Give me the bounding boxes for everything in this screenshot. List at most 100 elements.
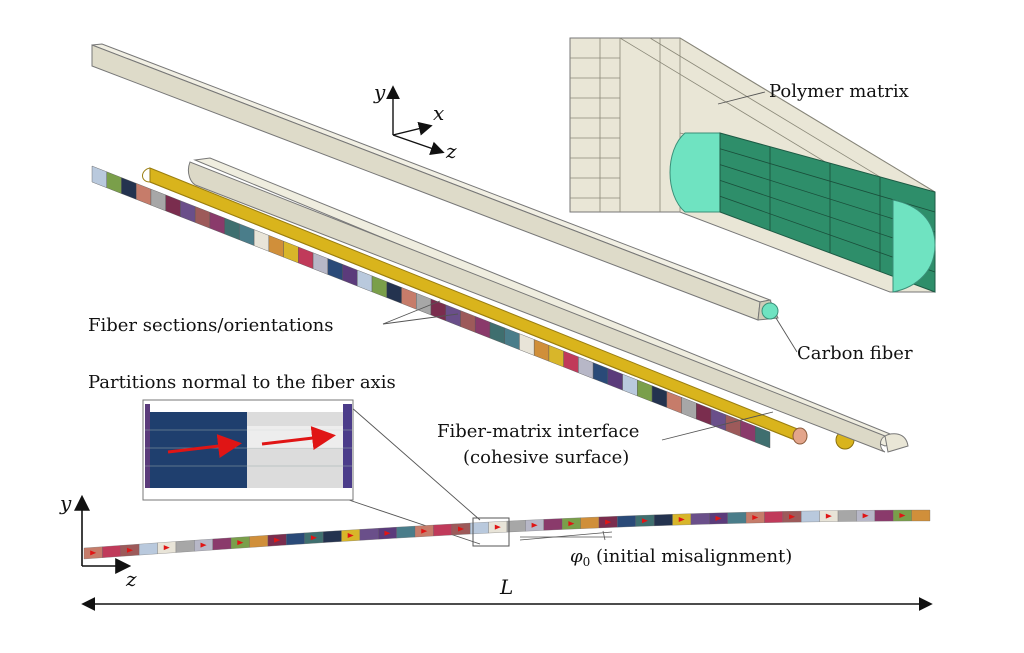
fiber-section: [106, 171, 122, 194]
fiber-section: [194, 206, 211, 229]
strip-section: [139, 542, 158, 556]
leader-lines: [342, 91, 798, 545]
strip-section: [396, 525, 416, 539]
fiber-section: [268, 235, 284, 258]
fiber-section: [327, 258, 343, 281]
axes-2d: y z: [59, 491, 137, 591]
fiber-section: [681, 397, 697, 420]
axis-2d-y-label: y: [59, 491, 72, 515]
fiber-section: [666, 391, 682, 414]
fiber-section: [386, 281, 402, 304]
carbon-fiber-label: Carbon fiber: [797, 343, 913, 364]
axis-3d-y-label: y: [373, 80, 386, 104]
fiber-section: [209, 211, 225, 235]
strip-section: [727, 512, 747, 524]
strip-section: [580, 516, 600, 529]
orientation-arrow: [126, 547, 133, 553]
fiber-section: [592, 362, 609, 385]
strip-section: [690, 512, 710, 525]
orientation-arrow: [237, 540, 244, 546]
strip-section: [322, 530, 342, 543]
fiber-sections-label: Fiber sections/orientations: [88, 315, 334, 336]
strip-section: [874, 509, 894, 522]
fiber-cross-section-left: [669, 132, 721, 213]
fiber-section: [150, 188, 166, 212]
fiber-section: [475, 316, 491, 339]
orientation-arrow: [90, 550, 97, 556]
orientation-arrow: [678, 516, 685, 522]
strip-section: [433, 523, 452, 537]
fiber-section: [401, 287, 417, 310]
partitions-label: Partitions normal to the fiber axis: [88, 372, 396, 393]
orientation-arrow: [641, 518, 648, 524]
matrix-bar-top: [91, 43, 779, 321]
strip-section: [801, 510, 820, 523]
misalignment-label: φ0 (initial misalignment): [570, 546, 792, 569]
strip-section: [102, 545, 121, 558]
fiber-end-cap: [792, 427, 808, 445]
segmented-fiber-bar: [91, 165, 771, 449]
fiber-section: [519, 333, 535, 356]
strip-section: [911, 509, 931, 522]
strip-section: [837, 510, 857, 522]
fiber-section: [504, 327, 520, 350]
fiber-section: [460, 310, 476, 333]
orientation-arrow: [494, 524, 501, 530]
zoom-marker-box: [472, 517, 510, 547]
fiber-section: [239, 223, 255, 246]
orientation-arrow: [384, 530, 391, 536]
interface-label-line2: (cohesive surface): [463, 447, 629, 468]
strip-section: [764, 511, 784, 523]
fiber-section: [725, 414, 741, 437]
fiber-section: [298, 246, 314, 270]
partition-zoom-inset: [142, 399, 354, 501]
strip-section: [506, 520, 526, 533]
fiber-cross-section-right: [892, 199, 936, 293]
orientation-arrow: [789, 514, 796, 520]
fiber-section: [283, 240, 299, 264]
fiber-section: [91, 165, 107, 189]
axis-3d-x-label: x: [433, 101, 444, 125]
fiber-section: [533, 339, 550, 362]
fiber-section: [548, 344, 564, 368]
orientation-arrow: [605, 519, 612, 525]
length-label: L: [499, 575, 513, 599]
polymer-matrix-label: Polymer matrix: [769, 81, 909, 102]
fiber-section: [578, 356, 594, 379]
fiber-section: [637, 379, 653, 403]
strip-section: [249, 535, 269, 548]
fiber-section: [136, 183, 152, 206]
orientation-arrow: [531, 522, 538, 528]
axes-3d: y x z: [373, 80, 457, 163]
fiber-section: [357, 269, 373, 293]
fiber-section: [342, 264, 358, 287]
fiber-section: [253, 229, 270, 252]
strip-section: [286, 532, 305, 546]
orientation-arrow: [568, 521, 575, 527]
fiber-section: [651, 385, 668, 408]
fiber-section: [755, 425, 771, 449]
fiber-section: [165, 194, 181, 217]
axis-3d-z-label: z: [445, 139, 457, 163]
fiber-section: [622, 373, 638, 397]
fiber-section: [563, 350, 579, 374]
misalignment-angle-marker: [519, 530, 613, 541]
length-dimension: L: [81, 575, 933, 611]
strip-section: [359, 528, 379, 541]
orientation-arrow: [715, 515, 722, 521]
fiber-section: [312, 252, 329, 275]
strip-section: [653, 514, 673, 527]
fiber-section: [489, 321, 505, 345]
orientation-arrow: [274, 537, 281, 543]
orientation-arrow: [347, 532, 354, 538]
matrix-cutaway-block: [569, 37, 936, 293]
strip-section: [175, 540, 195, 553]
orientation-arrow: [163, 545, 170, 551]
fiber-section: [696, 402, 712, 426]
carbon-fiber-end: [761, 302, 779, 320]
fiber-inner-body: [719, 132, 936, 293]
orientation-arrow: [825, 513, 832, 519]
interface-and-tube: [142, 157, 909, 453]
